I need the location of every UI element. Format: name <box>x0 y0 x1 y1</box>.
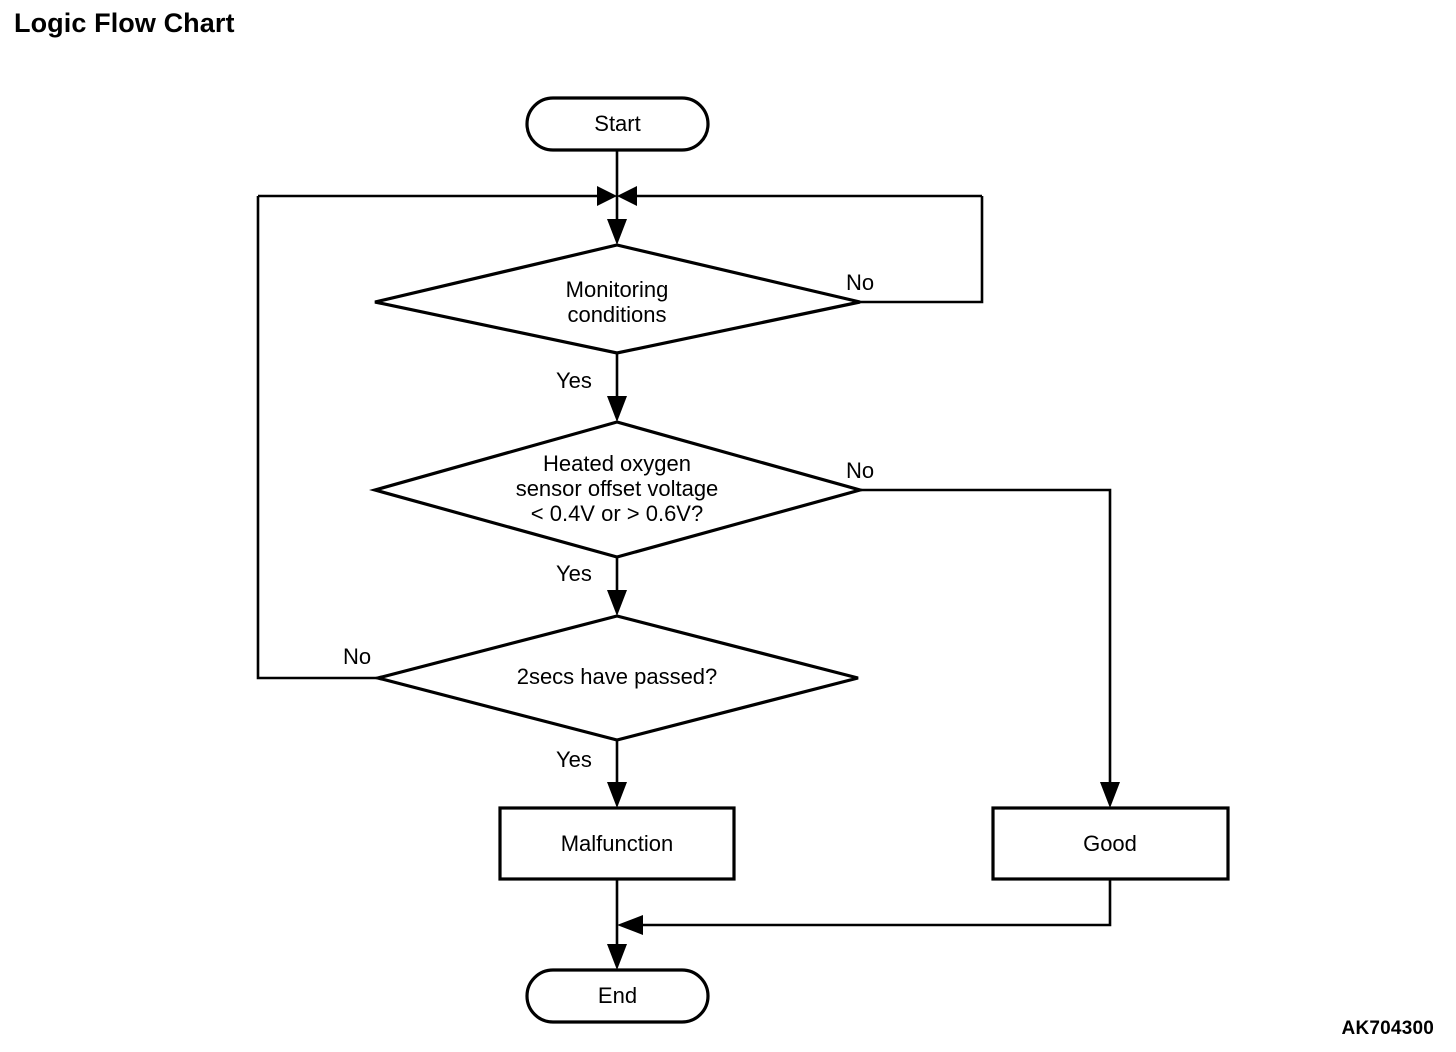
offset-label-line1: Heated oxygen <box>543 451 691 476</box>
arrow-into-good <box>1100 782 1120 808</box>
node-end: End <box>525 968 710 1024</box>
figure-code: AK704300 <box>1341 1018 1434 1039</box>
arrow-into-offset <box>607 396 627 422</box>
twosecs-label: 2secs have passed? <box>517 664 718 689</box>
monitoring-label-line2: conditions <box>567 302 666 327</box>
arrow-left-loop-into-merge <box>597 186 617 206</box>
good-label: Good <box>1083 831 1137 856</box>
edge-label-twosecs-no: No <box>343 644 371 669</box>
node-monitoring-conditions: Monitoring conditions <box>374 243 861 355</box>
node-two-seconds: 2secs have passed? <box>371 614 859 742</box>
edge-offset-no-to-good <box>860 488 1112 795</box>
offset-label-line3: < 0.4V or > 0.6V? <box>531 501 703 526</box>
start-label: Start <box>594 111 640 136</box>
edge-good-to-end <box>634 879 1112 927</box>
edge-label-offset-yes: Yes <box>556 561 592 586</box>
arrow-into-twosecs <box>607 590 627 616</box>
arrow-good-merge-left <box>617 915 643 935</box>
edge-label-offset-no: No <box>846 458 874 483</box>
edge-monitoring-no-loop <box>860 196 984 304</box>
node-start: Start <box>525 96 710 152</box>
monitoring-label-line1: Monitoring <box>566 277 669 302</box>
arrow-into-monitoring <box>607 219 627 245</box>
edge-twosecs-no-loop <box>256 196 378 680</box>
good-box-shape <box>991 806 1230 881</box>
node-malfunction: Malfunction <box>498 806 736 881</box>
node-good: Good <box>991 806 1230 881</box>
edge-label-twosecs-yes: Yes <box>556 747 592 772</box>
edge-label-monitoring-yes: Yes <box>556 368 592 393</box>
arrow-right-loop-into-merge <box>617 186 637 206</box>
node-offset-voltage: Heated oxygen sensor offset voltage < 0.… <box>369 420 866 559</box>
edge-label-monitoring-no: No <box>846 270 874 295</box>
end-stadium-shape <box>525 968 710 1024</box>
page-title: Logic Flow Chart <box>14 8 235 38</box>
offset-label-line2: sensor offset voltage <box>516 476 719 501</box>
malfunction-label: Malfunction <box>561 831 674 856</box>
arrow-into-malfunction <box>607 782 627 808</box>
end-label: End <box>598 983 637 1008</box>
arrow-into-end <box>607 944 627 970</box>
